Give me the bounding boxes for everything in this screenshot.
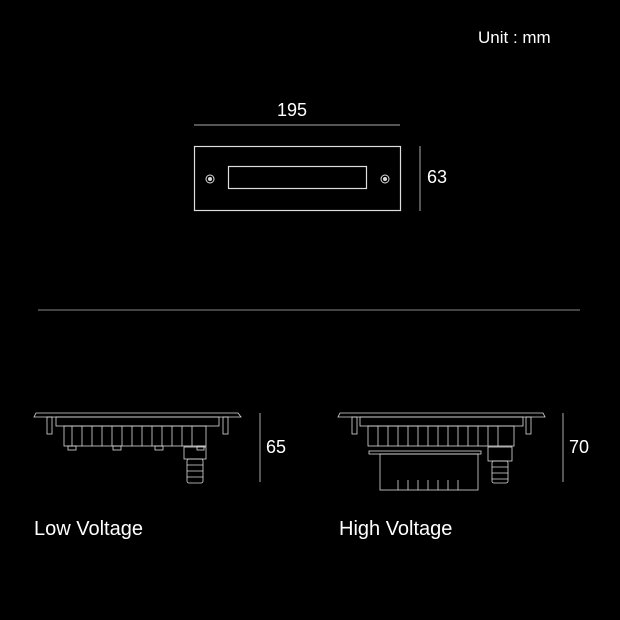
high-voltage-side-view: [337, 412, 564, 491]
unit-label: Unit : mm: [478, 28, 551, 47]
low-voltage-side-view: [33, 412, 261, 484]
height-dimension-label: 63: [427, 167, 448, 187]
high-voltage-title: High Voltage: [339, 518, 453, 540]
low-voltage-height-label: 65: [266, 437, 287, 457]
screw-icon: [205, 174, 215, 184]
face-plate: [193, 145, 402, 212]
width-dimension-label: 195: [277, 100, 308, 120]
low-voltage-title: Low Voltage: [34, 518, 143, 540]
screw-icon: [380, 174, 390, 184]
high-voltage-height-label: 70: [569, 437, 590, 457]
light-window: [227, 165, 368, 190]
top-view: [193, 124, 421, 212]
